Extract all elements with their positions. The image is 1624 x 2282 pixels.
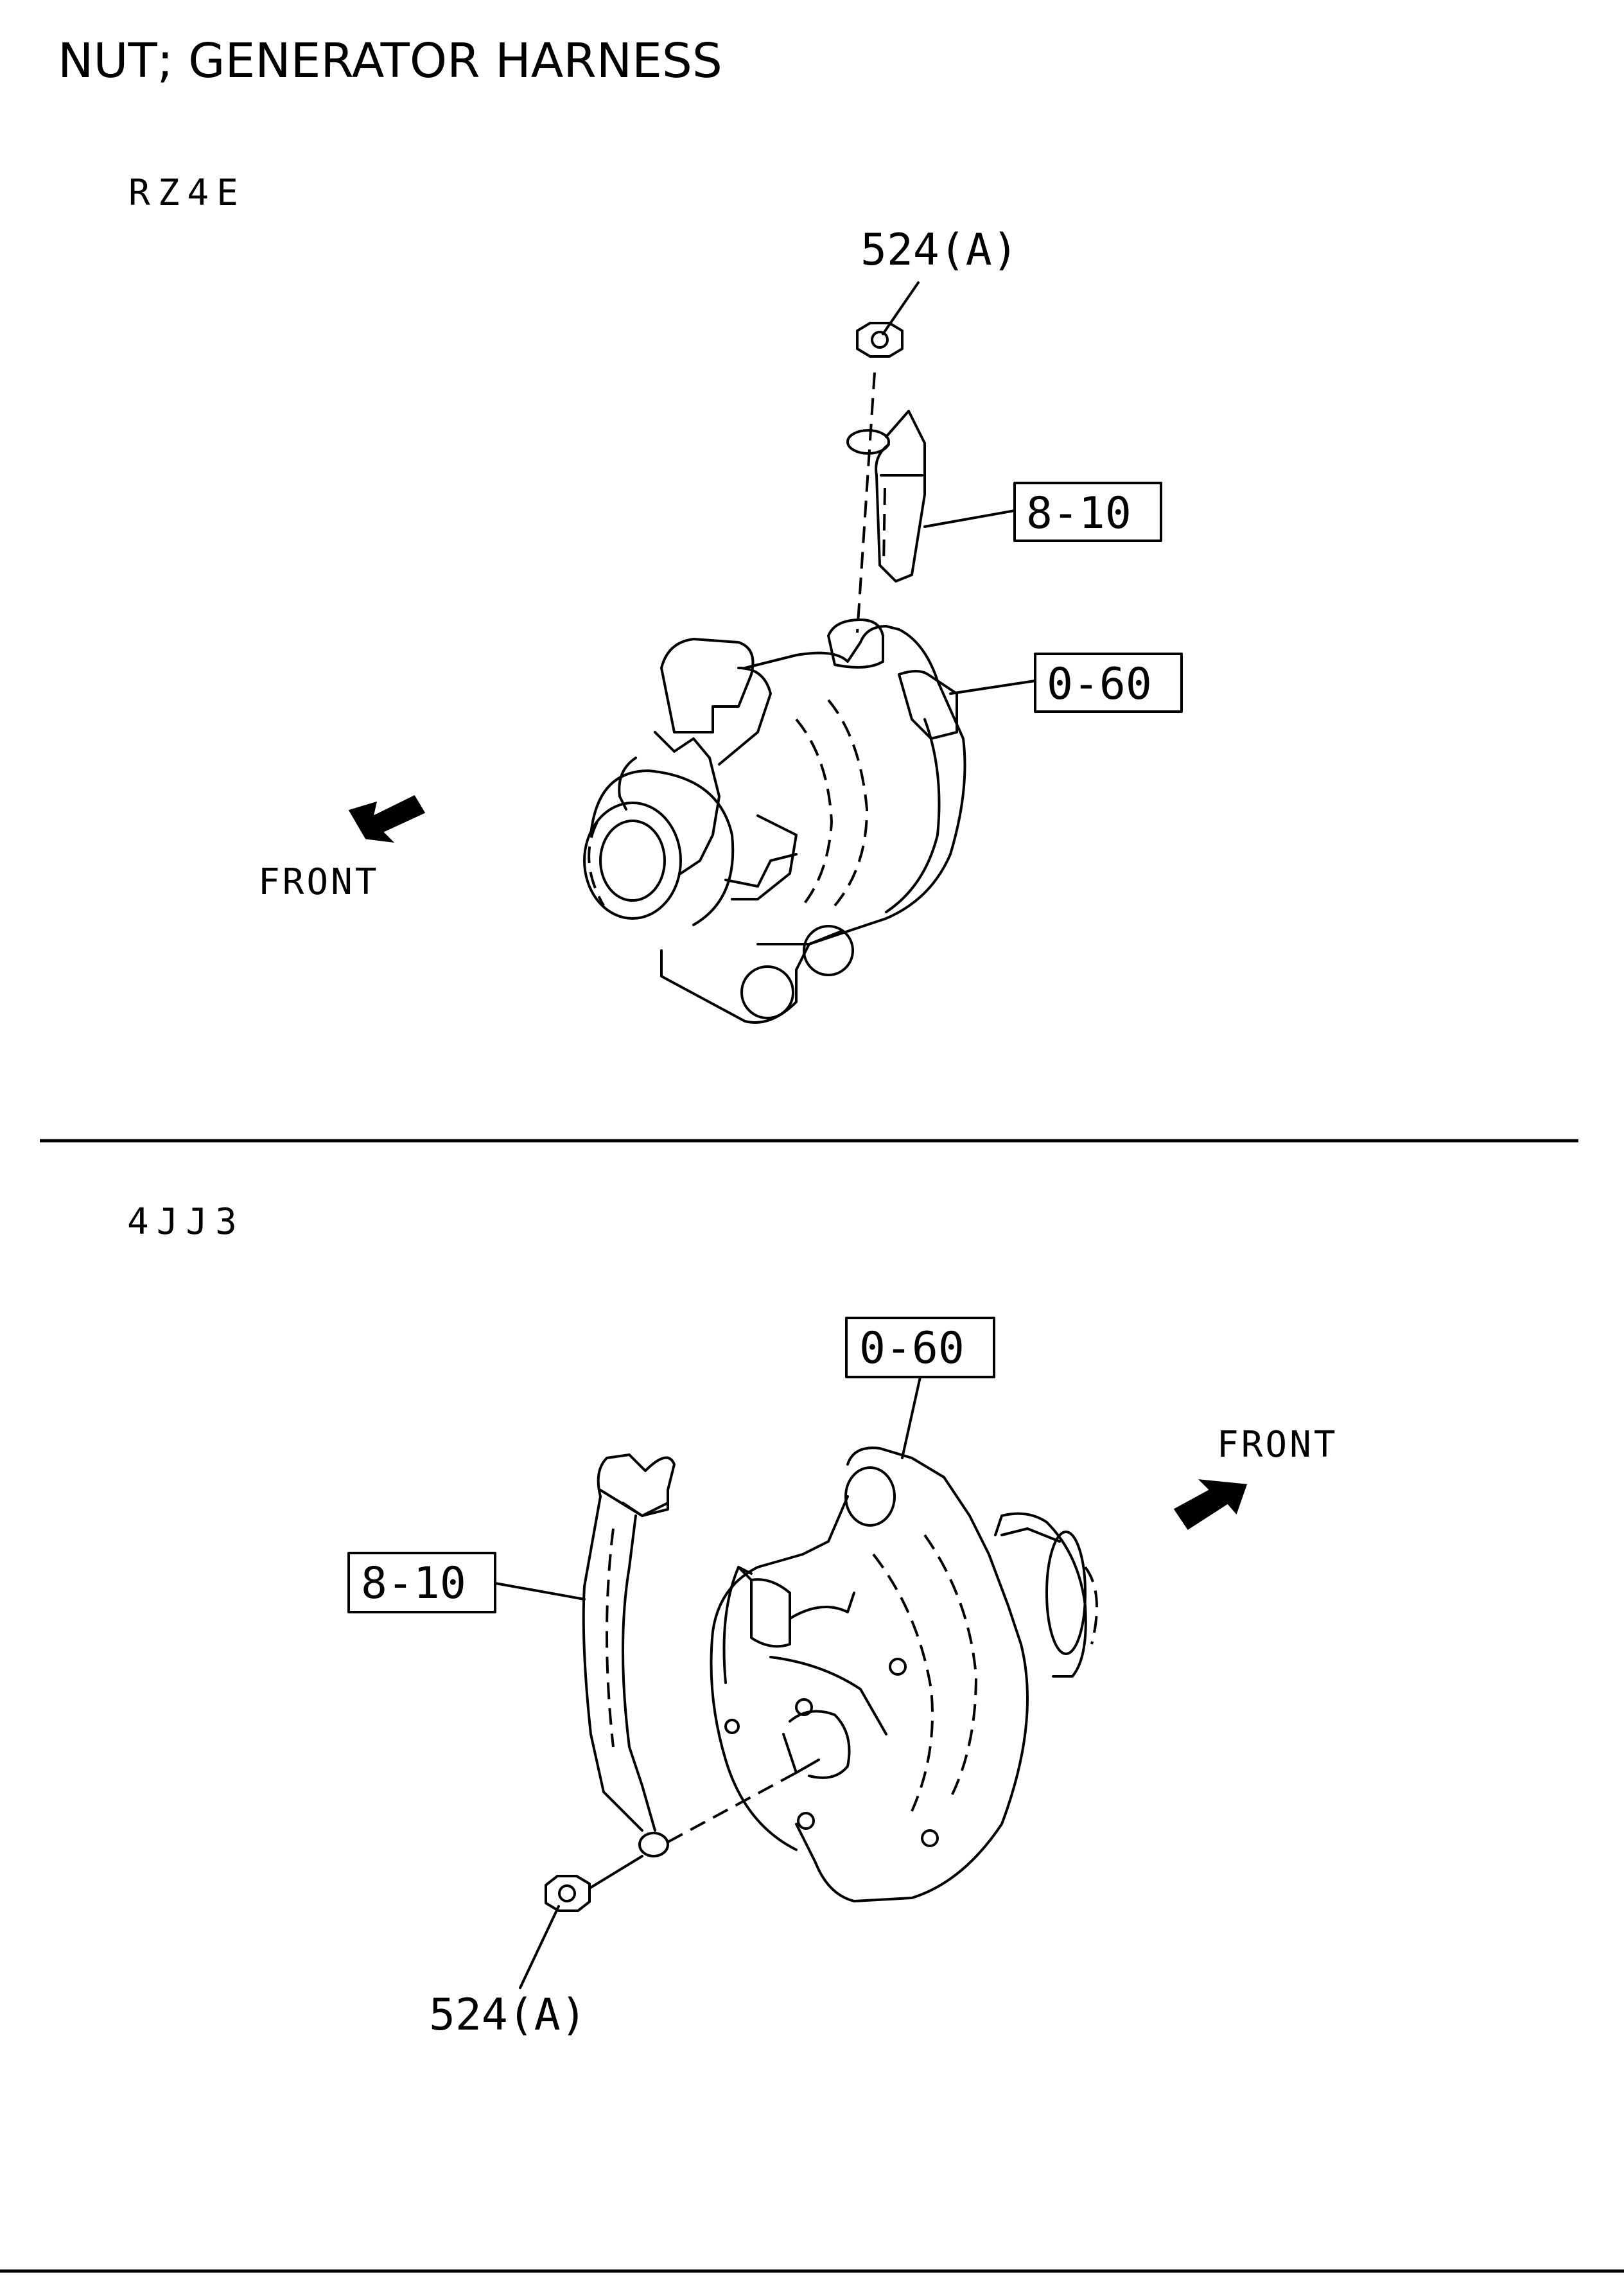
generator-icon — [583, 619, 966, 1024]
nut-icon-bottom — [545, 1875, 591, 1912]
section-top: 524(A) 8-10 0-60 — [258, 225, 1183, 1024]
page-title: NUT; GENERATOR HARNESS — [58, 33, 722, 89]
callout-nut-top: 524(A) — [860, 225, 1018, 276]
front-arrow-icon-bottom — [1173, 1479, 1248, 1531]
front-label-top: FRONT — [258, 861, 380, 903]
engine-label-top: RZ4E — [128, 172, 246, 214]
callout-generator-bottom: 0-60 — [859, 1323, 965, 1374]
callout-nut-bottom: 524(A) — [429, 1990, 587, 2041]
callout-harness-top: 8-10 — [1026, 488, 1131, 539]
callout-generator-top: 0-60 — [1047, 659, 1152, 710]
harness-icon-bottom — [582, 1453, 676, 1857]
front-arrow-icon — [348, 795, 426, 843]
front-label-bottom: FRONT — [1217, 1424, 1338, 1466]
section-bottom: 0-60 8-10 524(A) — [347, 1317, 1338, 2041]
generator-icon-bottom — [710, 1446, 1098, 1902]
harness-icon — [846, 410, 926, 583]
callout-harness-bottom: 8-10 — [361, 1558, 466, 1609]
engine-label-bottom: 4JJ3 — [127, 1201, 245, 1243]
nut-icon — [856, 322, 904, 358]
